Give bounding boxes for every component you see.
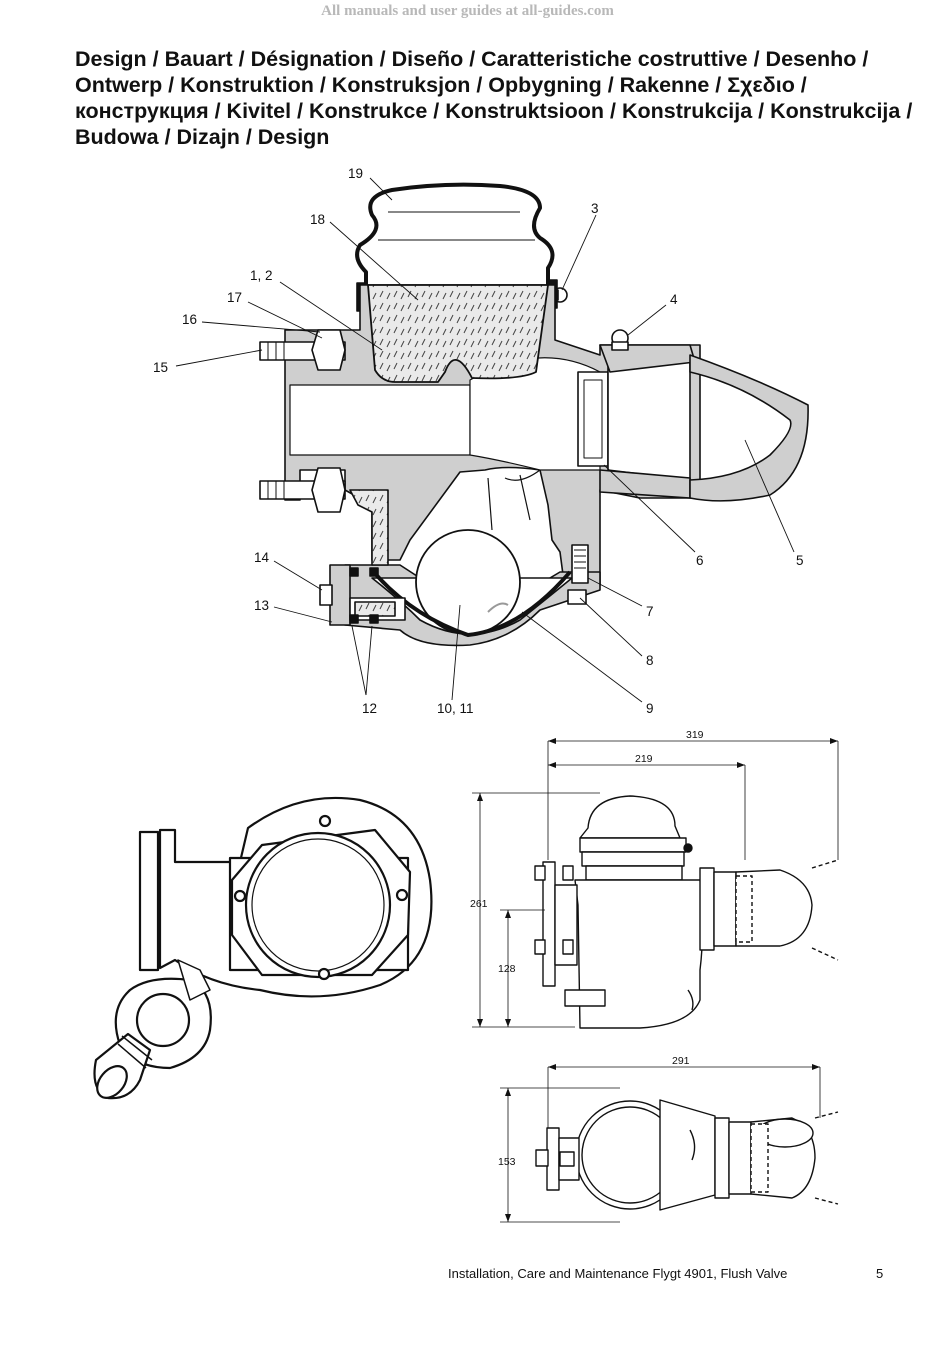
dimension-291: 291 [672, 1055, 690, 1067]
watermark: All manuals and user guides at all-guide… [321, 3, 614, 19]
bellows [355, 182, 555, 300]
top-view [535, 1099, 839, 1211]
callout-15: 15 [153, 360, 168, 375]
page-title: Design / Bauart / Désignation / Diseño /… [75, 47, 913, 149]
dimension-128: 128 [498, 963, 516, 975]
footer-text: Installation, Care and Maintenance Flygt… [448, 1266, 788, 1281]
page-number: 5 [876, 1266, 884, 1281]
callout-14: 14 [254, 550, 270, 565]
dimension-153: 153 [498, 1156, 516, 1168]
dimension-labels: 319 219 261 128 291 153 [470, 729, 704, 1168]
drain-screw [319, 584, 333, 606]
callout-16: 16 [182, 312, 197, 327]
callout-6: 6 [696, 553, 704, 568]
callout-5: 5 [796, 553, 804, 568]
side-view [534, 795, 839, 1029]
callout-8: 8 [646, 653, 654, 668]
callout-13: 13 [254, 598, 269, 613]
ball-seal [370, 568, 572, 637]
callout-19: 19 [348, 166, 363, 181]
dimension-261: 261 [470, 898, 488, 910]
callout-labels: 19 18 3 1, 2 4 17 16 15 14 13 6 5 7 8 9 … [153, 166, 804, 716]
callout-17: 17 [227, 290, 242, 305]
callout-3: 3 [591, 201, 599, 216]
dimension-219: 219 [635, 753, 653, 765]
callout-18: 18 [310, 212, 325, 227]
dimension-arrows [477, 738, 838, 1222]
filter-insert [367, 284, 549, 383]
callout-12: 12 [362, 701, 377, 716]
callout-1-2: 1, 2 [250, 268, 273, 283]
isometric-view [93, 796, 433, 1100]
section-view [259, 182, 809, 647]
callout-leaders [175, 177, 795, 703]
callout-4: 4 [670, 292, 678, 307]
dimension-lines [472, 740, 839, 1223]
flange-nut-top [311, 329, 346, 371]
callout-10-11: 10, 11 [437, 701, 474, 716]
callout-9: 9 [646, 701, 654, 716]
dimension-319: 319 [686, 729, 704, 741]
callout-7: 7 [646, 604, 654, 619]
outlet-hose [689, 354, 809, 502]
flange-nut-bottom [311, 467, 346, 513]
